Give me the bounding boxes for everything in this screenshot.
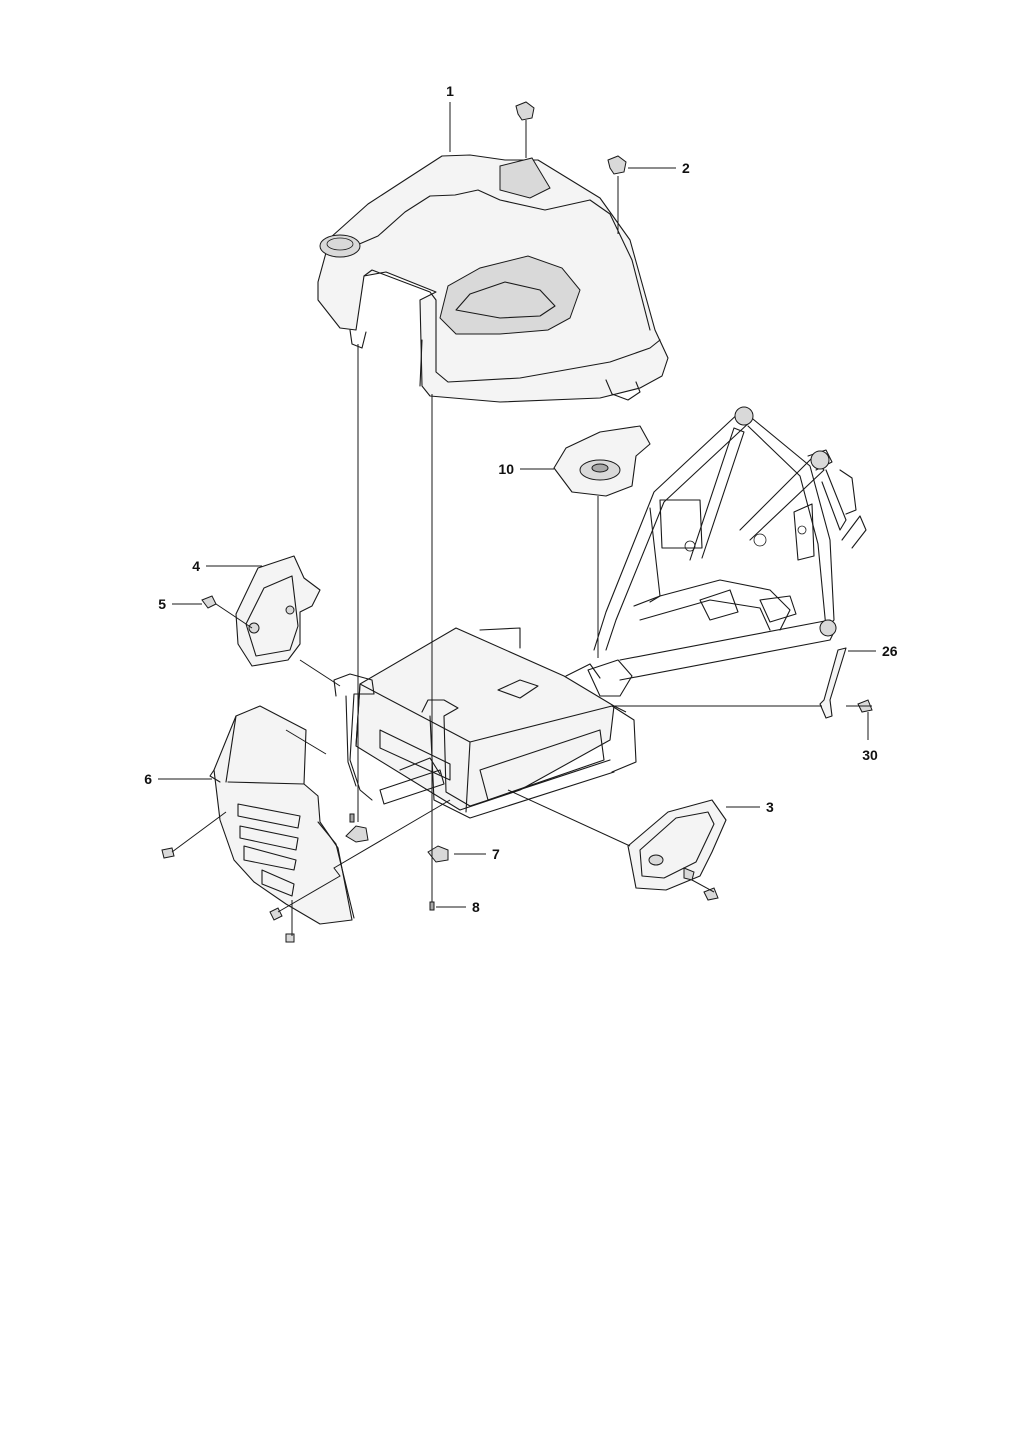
part-1-hood-cover <box>317 154 669 403</box>
part-3-right-panel <box>627 799 727 891</box>
part-5-screw <box>201 595 253 629</box>
assembly-leader-lines <box>158 102 876 936</box>
part-6-front-panel <box>209 705 355 925</box>
label-part-6: 6 <box>144 771 152 787</box>
center-chassis <box>333 627 637 819</box>
part-7-clamps <box>345 825 449 863</box>
label-part-30: 30 <box>862 747 878 763</box>
rear-tubular-frame <box>593 406 867 681</box>
label-part-4: 4 <box>192 558 200 574</box>
label-part-26: 26 <box>882 643 898 659</box>
label-part-1: 1 <box>446 83 454 99</box>
part-2-clips <box>515 101 627 234</box>
label-part-8: 8 <box>472 899 480 915</box>
label-part-5: 5 <box>158 596 166 612</box>
part-4-side-panel <box>235 555 321 667</box>
label-part-10: 10 <box>498 461 514 477</box>
part-number-labels: 1 2 3 4 5 6 7 8 10 26 30 <box>144 83 898 915</box>
part-10-tray <box>553 425 651 658</box>
part-26-rod <box>819 647 847 719</box>
label-part-3: 3 <box>766 799 774 815</box>
label-part-7: 7 <box>492 846 500 862</box>
label-part-2: 2 <box>682 160 690 176</box>
